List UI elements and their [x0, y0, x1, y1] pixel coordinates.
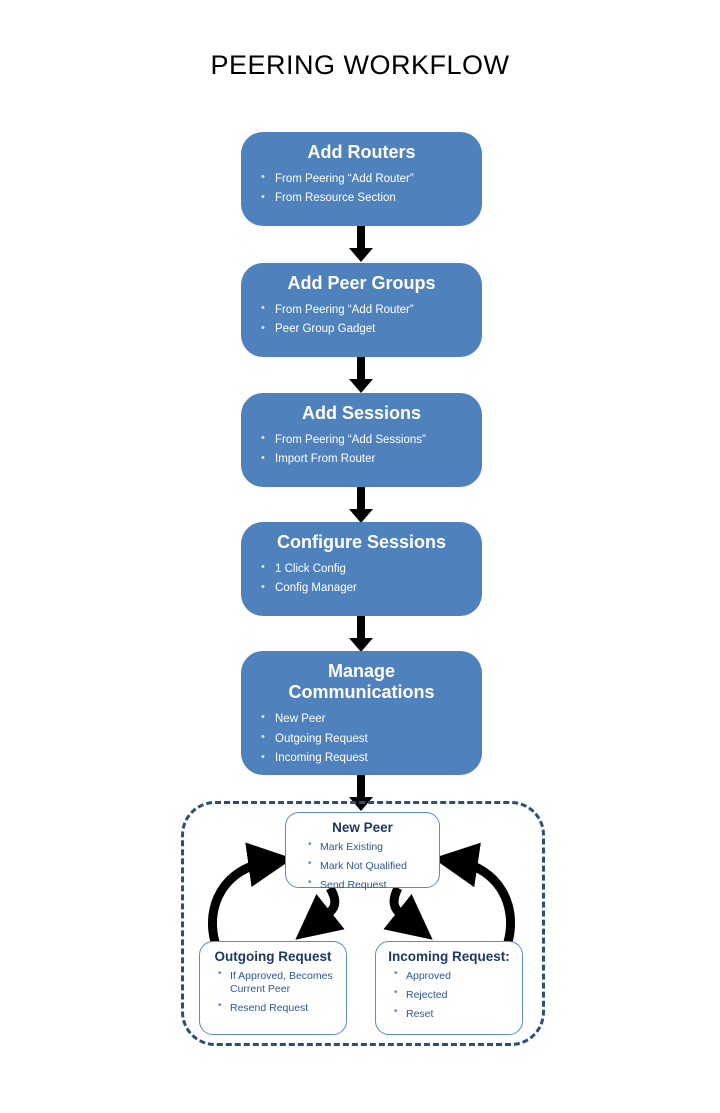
step-box-add-peer-groups[interactable]: Add Peer Groups From Peering “Add Router…	[241, 263, 482, 357]
down-arrow-icon	[349, 616, 373, 652]
down-arrow-icon	[349, 775, 373, 813]
step-box-add-routers[interactable]: Add Routers From Peering “Add Router” Fr…	[241, 132, 482, 226]
step-box-add-sessions[interactable]: Add Sessions From Peering “Add Sessions”…	[241, 393, 482, 487]
sub-box-outgoing-request[interactable]: Outgoing Request If Approved, Becomes Cu…	[199, 941, 347, 1035]
list-item: Incoming Request	[257, 749, 482, 769]
list-item: New Peer	[257, 709, 482, 729]
communication-cycle-region	[181, 801, 545, 1046]
down-arrow-icon	[349, 226, 373, 262]
list-item: Config Manager	[257, 579, 482, 599]
step-title: Manage Communications	[241, 661, 482, 703]
list-item: Approved	[380, 967, 518, 986]
list-item: Import From Router	[257, 450, 482, 470]
list-item: Peer Group Gadget	[257, 320, 482, 340]
list-item: From Peering “Add Router”	[257, 300, 482, 320]
sub-box-new-peer[interactable]: New Peer Mark Existing Mark Not Qualifie…	[285, 812, 440, 891]
list-item: From Resource Section	[257, 189, 482, 209]
step-title-line-2: Communications	[288, 682, 435, 703]
down-arrow-icon	[349, 357, 373, 393]
sub-box-title: Incoming Request:	[388, 949, 510, 964]
list-item: Mark Existing	[290, 838, 435, 857]
step-title: Add Peer Groups	[287, 273, 436, 293]
step-item-list: From Peering “Add Sessions” Import From …	[241, 430, 482, 469]
list-item: 1 Click Config	[257, 559, 482, 579]
step-title: Configure Sessions	[276, 532, 447, 552]
step-item-list: From Peering “Add Router” From Resource …	[241, 169, 482, 208]
down-arrow-icon	[349, 487, 373, 523]
step-title: Add Routers	[307, 142, 416, 162]
step-title: Add Sessions	[301, 403, 422, 423]
list-item: If Approved, Becomes Current Peer	[204, 967, 342, 999]
list-item: Reset	[380, 1005, 518, 1024]
step-box-manage-communications[interactable]: Manage Communications New Peer Outgoing …	[241, 651, 482, 775]
sub-item-list: Mark Existing Mark Not Qualified Send Re…	[290, 838, 435, 894]
sub-box-incoming-request[interactable]: Incoming Request: Approved Rejected Rese…	[375, 941, 523, 1035]
sub-item-list: If Approved, Becomes Current Peer Resend…	[204, 967, 342, 1017]
step-item-list: New Peer Outgoing Request Incoming Reque…	[241, 709, 482, 768]
list-item: Resend Request	[204, 999, 342, 1018]
list-item: From Peering “Add Router”	[257, 169, 482, 189]
list-item: Rejected	[380, 986, 518, 1005]
list-item: Mark Not Qualified	[290, 857, 435, 876]
step-item-list: From Peering “Add Router” Peer Group Gad…	[241, 300, 482, 339]
page-title: PEERING WORKFLOW	[210, 50, 510, 80]
sub-box-title: New Peer	[332, 820, 393, 835]
list-item: From Peering “Add Sessions”	[257, 430, 482, 450]
list-item: Outgoing Request	[257, 729, 482, 749]
step-item-list: 1 Click Config Config Manager	[241, 559, 482, 598]
list-item: Send Request	[290, 876, 435, 895]
step-box-configure-sessions[interactable]: Configure Sessions 1 Click Config Config…	[241, 522, 482, 616]
step-title-line-1: Manage	[327, 661, 396, 681]
sub-item-list: Approved Rejected Reset	[380, 967, 518, 1023]
sub-box-title: Outgoing Request	[214, 949, 332, 964]
